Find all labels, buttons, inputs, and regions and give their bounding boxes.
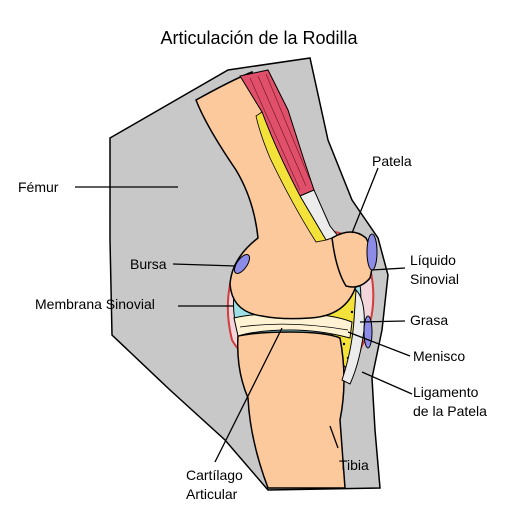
diagram-title: Articulación de la Rodilla xyxy=(160,28,358,48)
label-grasa: Grasa xyxy=(410,312,448,328)
label-patela: Patela xyxy=(372,153,412,169)
tibia-bone xyxy=(236,331,346,489)
label-femur: Fémur xyxy=(18,179,59,195)
meniscus-line xyxy=(239,323,349,331)
patella-bone xyxy=(331,231,373,288)
bursa-posterior xyxy=(233,254,251,274)
bursa-infrapatellar xyxy=(363,315,373,349)
label-ligamento-line2: de la Patela xyxy=(413,403,487,419)
label-liquido-line1: Líquido xyxy=(410,252,456,268)
label-tibia: Tibia xyxy=(339,457,369,473)
label-cartilago-line2: Articular xyxy=(186,486,238,502)
label-menisco: Menisco xyxy=(413,348,465,364)
label-liquido-line2: Sinovial xyxy=(410,271,459,287)
bursa-prepatellar xyxy=(366,233,378,271)
leader-lines xyxy=(75,167,413,463)
patellar-ligament xyxy=(341,288,365,385)
label-ligamento-line1: Ligamento xyxy=(413,384,479,400)
label-membrana-sinovial: Membrana Sinovial xyxy=(35,296,155,312)
suprapatellar-fat xyxy=(255,111,327,243)
muscle-fibers xyxy=(249,73,311,191)
label-cartilago-line1: Cartílago xyxy=(186,467,243,483)
label-bursa: Bursa xyxy=(130,256,167,272)
